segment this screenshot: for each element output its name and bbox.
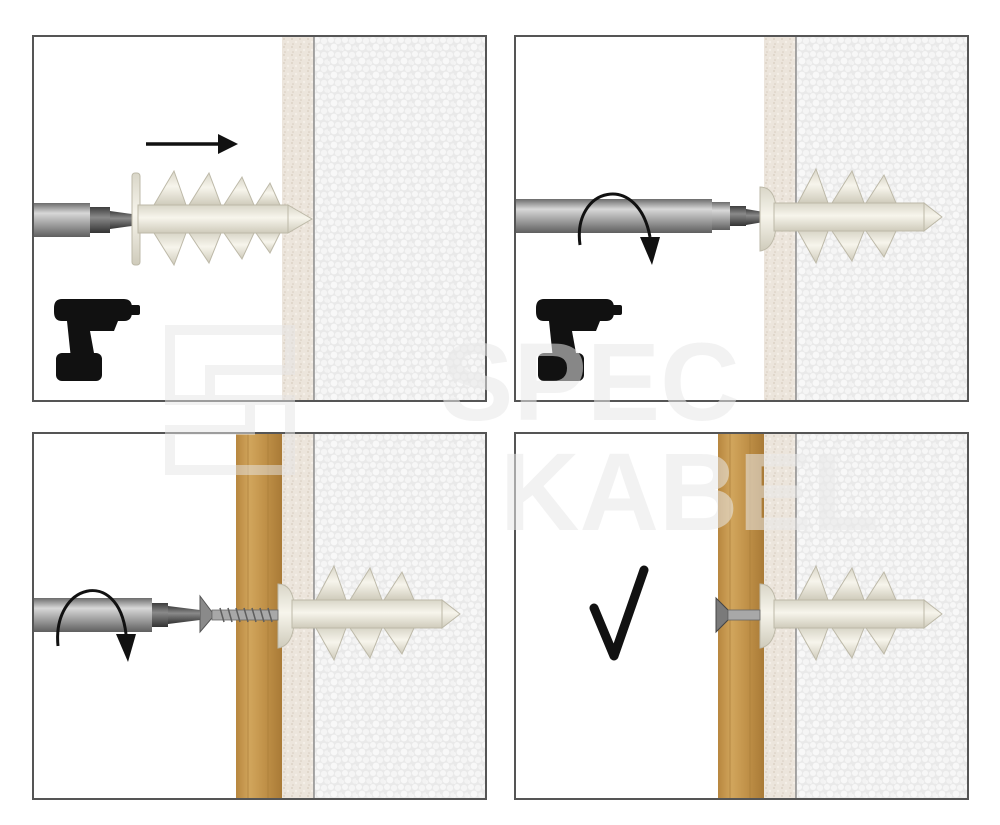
- drill-bit: [34, 203, 132, 237]
- insulation-anchor: [277, 564, 461, 662]
- step-4-panel: [514, 432, 969, 800]
- drill-icon: [54, 299, 140, 381]
- screw: [199, 594, 279, 634]
- screw: [715, 596, 761, 634]
- insulation-anchor: [759, 167, 943, 265]
- step-2-illustration: [516, 37, 967, 400]
- step-3-illustration: [34, 434, 485, 798]
- rotate-arrow-icon: [56, 589, 136, 662]
- insulation-anchor: [759, 564, 943, 662]
- drill-icon: [536, 299, 622, 381]
- step-3-panel: [32, 432, 487, 800]
- step-1-illustration: [34, 37, 485, 400]
- step-1-panel: [32, 35, 487, 402]
- step-2-panel: [514, 35, 969, 402]
- insulation-foam: [315, 37, 485, 400]
- check-mark-icon: [589, 565, 649, 661]
- step-4-illustration: [589, 434, 967, 798]
- rotate-arrow-icon: [577, 192, 660, 265]
- insulation-anchor: [131, 169, 313, 267]
- screwdriver-bit: [34, 598, 200, 632]
- push-arrow-icon: [146, 134, 238, 154]
- drill-bit: [516, 199, 764, 233]
